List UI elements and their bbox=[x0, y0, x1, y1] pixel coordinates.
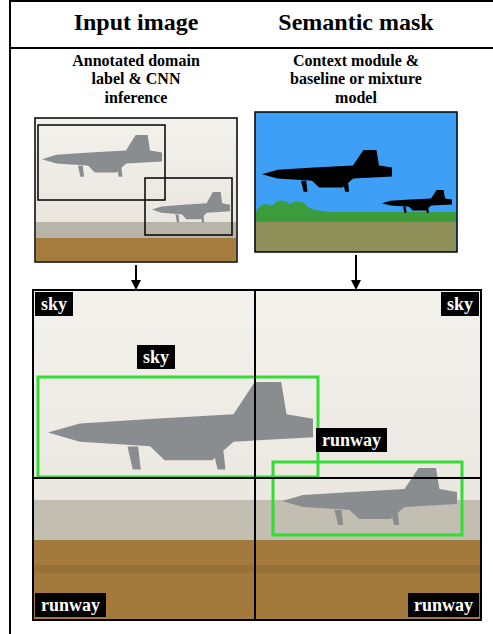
domain-label-text: runway bbox=[41, 595, 100, 615]
detection-box bbox=[273, 462, 462, 535]
domain-label: sky bbox=[35, 292, 73, 316]
frame-line bbox=[10, 47, 493, 49]
domain-label-text: runway bbox=[322, 430, 381, 450]
domain-label: sky bbox=[137, 345, 175, 369]
annotated-photo bbox=[33, 290, 481, 620]
domain-label-text: sky bbox=[143, 347, 169, 367]
input-photo bbox=[35, 118, 237, 262]
domain-label-text: runway bbox=[414, 595, 473, 615]
column-heading: Input image bbox=[26, 8, 246, 37]
domain-label-text: sky bbox=[41, 294, 67, 314]
frame-line bbox=[10, 0, 493, 2]
column-subheading: Context module & baseline or mixture mod… bbox=[290, 52, 422, 107]
frame-line bbox=[9, 0, 11, 634]
down-arrow bbox=[355, 255, 357, 288]
domain-label: runway bbox=[316, 428, 387, 452]
down-arrow bbox=[135, 265, 137, 288]
semantic-mask bbox=[255, 112, 457, 252]
grid-line bbox=[33, 477, 481, 479]
domain-label: runway bbox=[35, 593, 106, 617]
domain-label: runway bbox=[408, 593, 479, 617]
column-heading: Semantic mask bbox=[246, 8, 466, 37]
domain-label: sky bbox=[441, 292, 479, 316]
column-subheading: Annotated domain label & CNN inference bbox=[70, 52, 202, 107]
grid-line bbox=[254, 290, 256, 620]
domain-label-text: sky bbox=[447, 294, 473, 314]
